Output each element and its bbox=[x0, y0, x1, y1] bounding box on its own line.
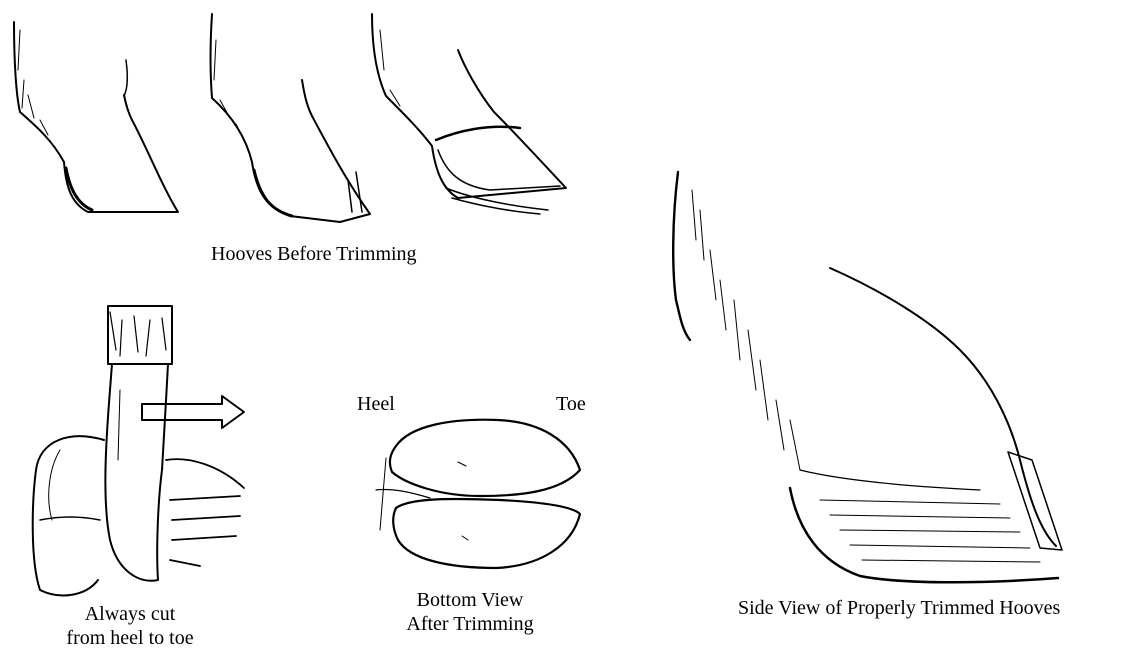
untrimmed-hoof-2 bbox=[211, 14, 371, 222]
bottom-view-caption-line1: Bottom View bbox=[395, 588, 545, 612]
bottom-view-hooves bbox=[376, 420, 580, 568]
before-trimming-caption: Hooves Before Trimming bbox=[211, 242, 417, 266]
bottom-view-caption-line2: After Trimming bbox=[395, 612, 545, 636]
toe-label: Toe bbox=[556, 392, 586, 416]
untrimmed-hoof-1 bbox=[14, 22, 178, 212]
cut-direction-caption-line2: from heel to toe bbox=[60, 626, 200, 650]
side-view-trimmed-hoof bbox=[673, 172, 1062, 582]
heel-label: Heel bbox=[357, 392, 395, 416]
untrimmed-hoof-3 bbox=[372, 14, 566, 214]
hoof-knife-illustration bbox=[33, 306, 244, 595]
side-view-caption: Side View of Properly Trimmed Hooves bbox=[738, 596, 1060, 620]
cut-direction-caption-line1: Always cut bbox=[60, 602, 200, 626]
